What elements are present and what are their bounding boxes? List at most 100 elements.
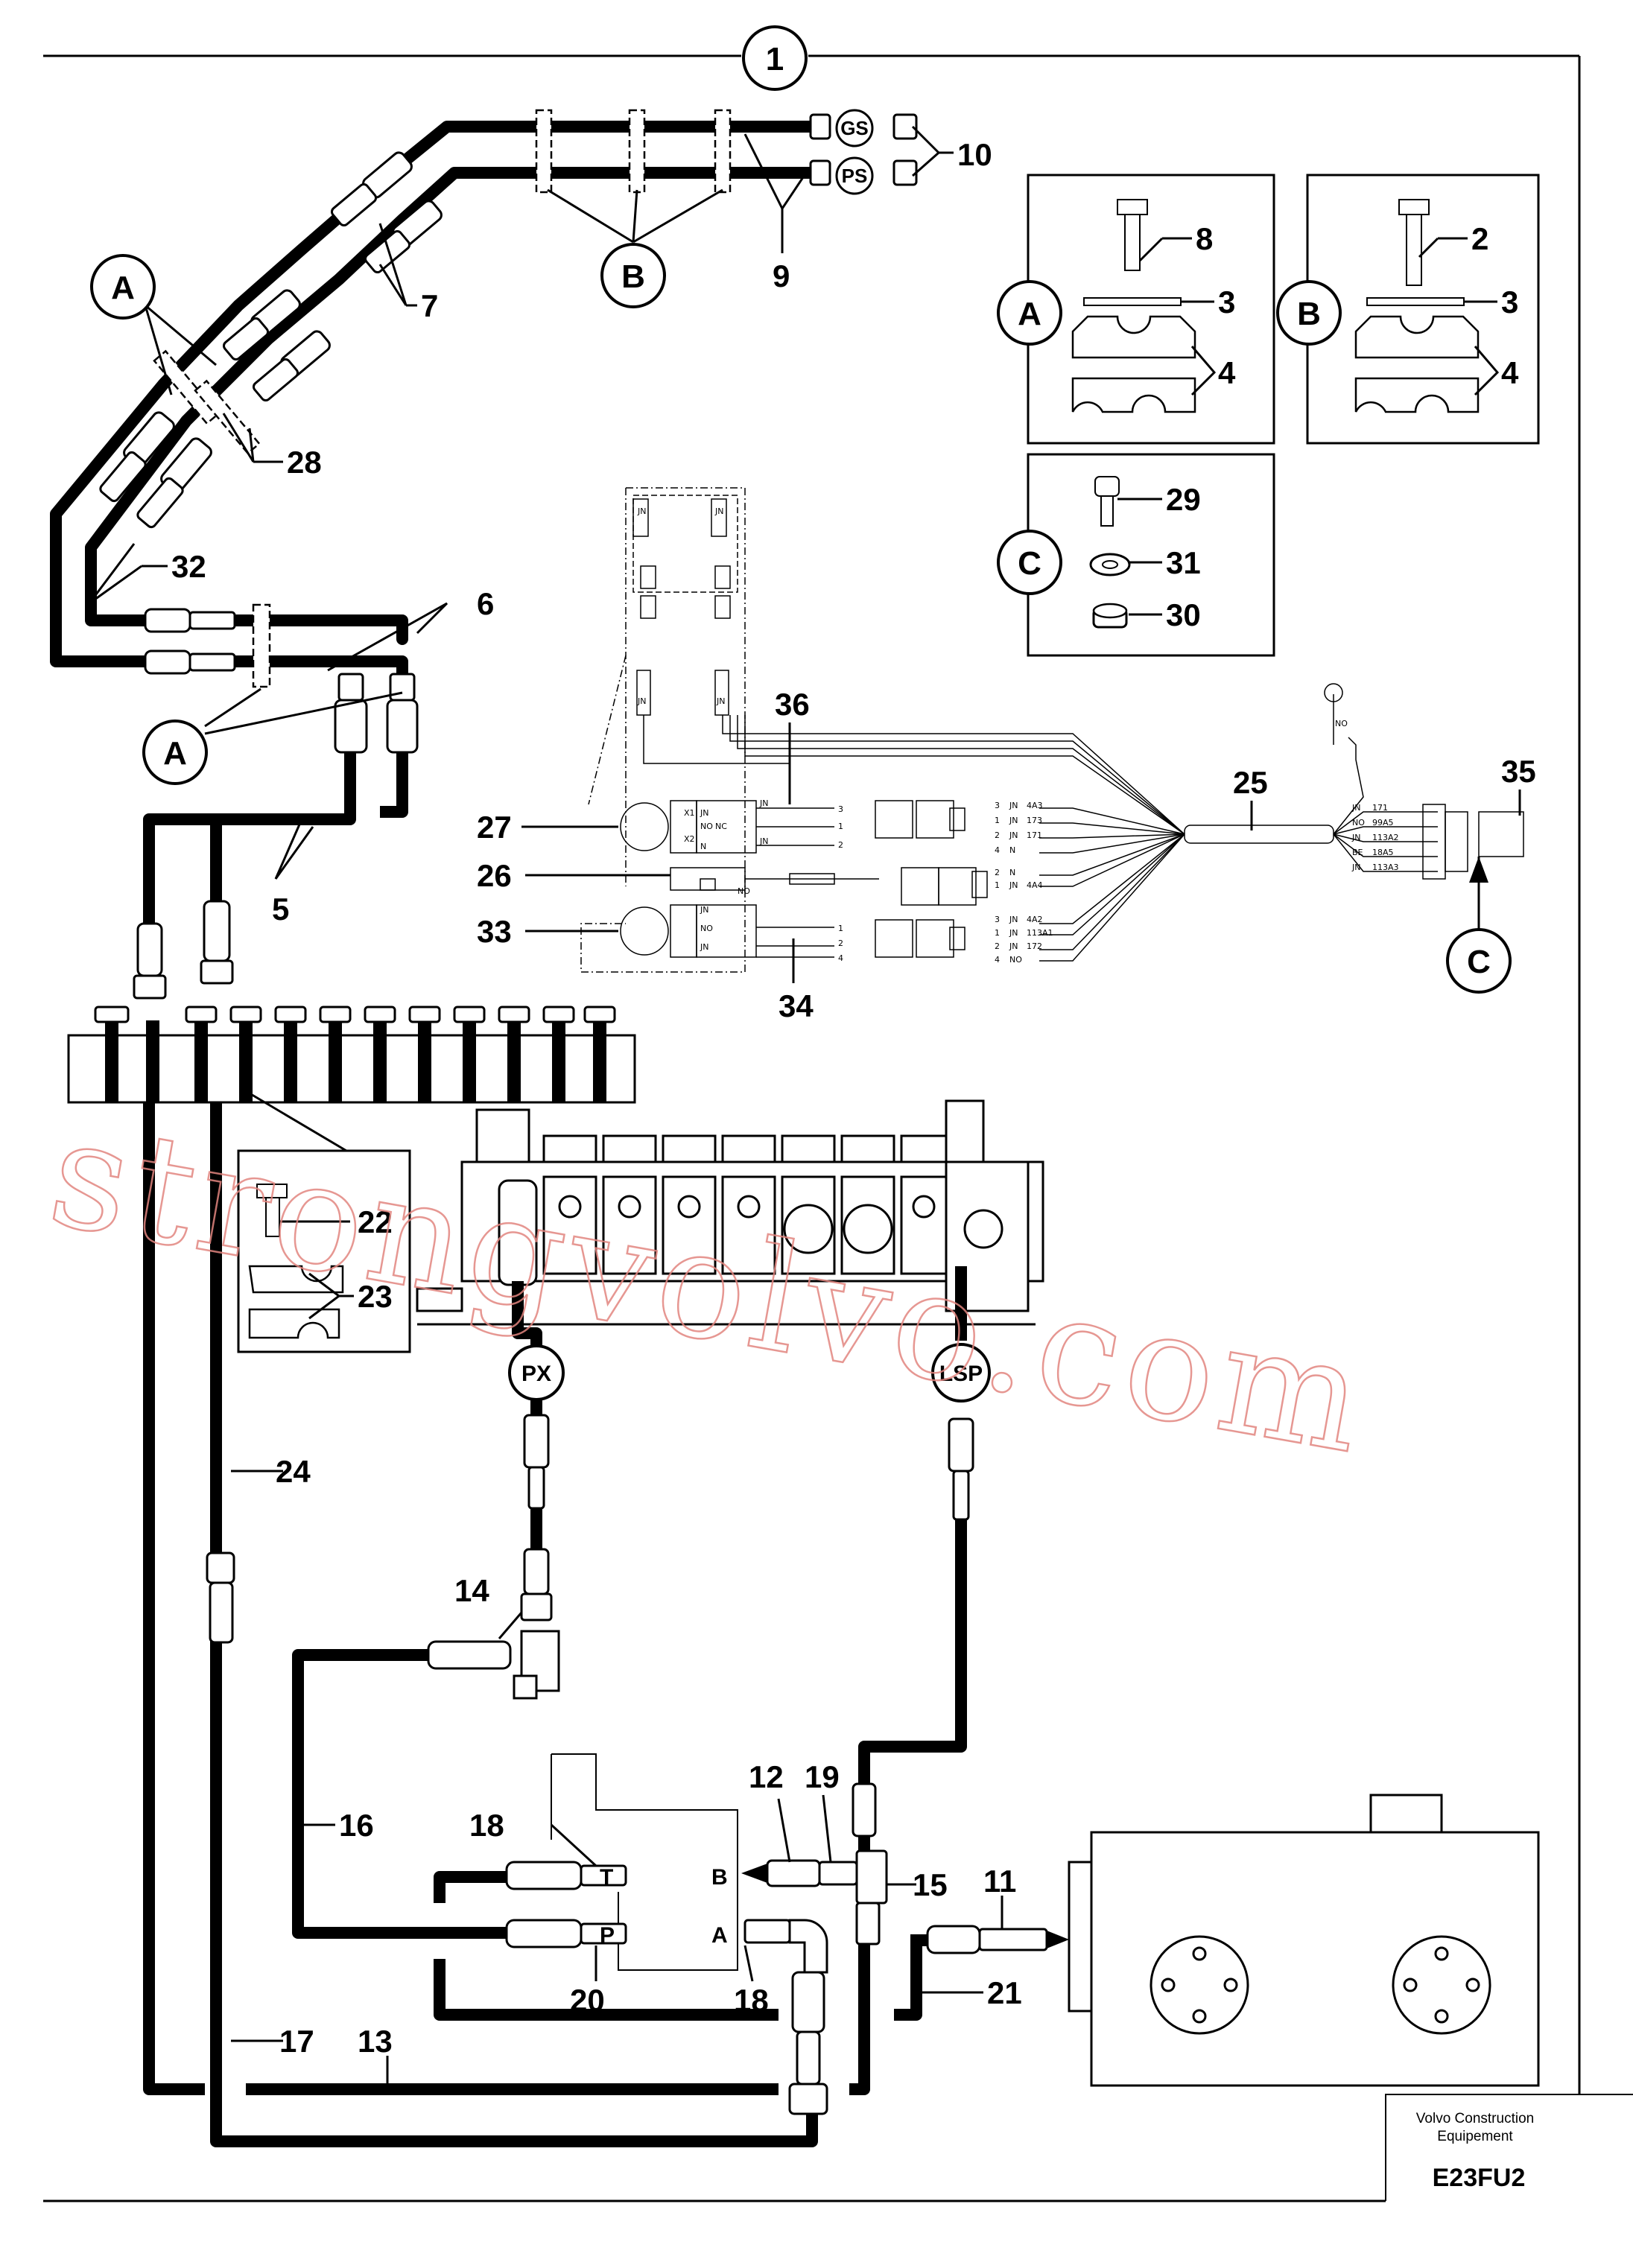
px-port-label: PX <box>521 1362 551 1386</box>
balloon-a-top: A <box>90 254 217 396</box>
callout-13: 13 <box>358 2024 393 2059</box>
callout-9: 9 <box>773 258 790 293</box>
detail-a-letter: A <box>1018 296 1041 332</box>
svg-text:NO: NO <box>700 924 713 933</box>
sheet-number-balloon: 1 <box>742 25 808 91</box>
svg-text:JN: JN <box>700 808 708 818</box>
control-valve-bank <box>416 1099 1044 1326</box>
svg-text:N: N <box>1009 845 1015 855</box>
callout-20: 20 <box>570 1983 605 2018</box>
svg-text:JN: JN <box>1351 803 1360 813</box>
px-port: PX <box>508 1344 565 1401</box>
valve-port-a: A <box>711 1923 728 1948</box>
valve-port-fittings <box>505 1782 888 2115</box>
callout-6: 6 <box>477 586 494 621</box>
balloon-b-letter: B <box>621 258 645 295</box>
publisher-line2: Equipement <box>1437 2129 1513 2144</box>
callout-31: 31 <box>1166 545 1201 580</box>
svg-text:JN: JN <box>637 696 646 706</box>
svg-text:JN: JN <box>1009 830 1018 840</box>
svg-text:JN: JN <box>637 506 646 516</box>
callout-10: 10 <box>957 137 992 172</box>
svg-text:JN: JN <box>1009 801 1018 810</box>
wiring-harness <box>580 487 1524 973</box>
valve-port-b: B <box>711 1865 728 1890</box>
svg-text:4: 4 <box>995 845 1000 855</box>
callout-3-b: 3 <box>1501 285 1518 320</box>
svg-text:JN: JN <box>1351 863 1360 872</box>
svg-text:JN: JN <box>716 696 725 706</box>
svg-text:JN: JN <box>714 506 723 516</box>
balloon-a-bottom-letter: A <box>163 735 187 772</box>
callout-27: 27 <box>477 810 512 845</box>
px-fittings <box>520 1414 553 1621</box>
gs-port: GS <box>835 109 874 147</box>
tee-fitting-14 <box>292 1630 560 1905</box>
svg-text:X1: X1 <box>684 808 695 818</box>
drawing-code: E23FU2 <box>1433 2164 1526 2192</box>
callout-30: 30 <box>1166 597 1201 632</box>
svg-text:JN: JN <box>700 942 708 952</box>
svg-text:BE: BE <box>1352 848 1363 857</box>
svg-text:2: 2 <box>995 941 1000 951</box>
balloon-a-bottom: A <box>142 687 403 785</box>
svg-text:4: 4 <box>995 955 1000 965</box>
callout-15: 15 <box>913 1867 948 1902</box>
clamps-a <box>153 349 271 688</box>
svg-text:N: N <box>700 842 706 851</box>
svg-text:171: 171 <box>1027 830 1042 840</box>
svg-text:171: 171 <box>1372 803 1388 813</box>
lower-hose-fittings <box>144 608 236 675</box>
svg-text:NO: NO <box>1352 818 1365 828</box>
svg-text:18A5: 18A5 <box>1372 848 1394 857</box>
vertical-hose-fittings <box>133 900 234 1000</box>
callout-8: 8 <box>1196 221 1213 256</box>
svg-text:4: 4 <box>838 953 843 963</box>
lsp-port: LSP <box>931 1343 991 1403</box>
svg-text:2: 2 <box>838 938 843 948</box>
callout-19: 19 <box>805 1759 840 1794</box>
svg-text:X2: X2 <box>684 834 695 844</box>
callout-2: 2 <box>1471 221 1488 256</box>
svg-text:1: 1 <box>995 880 1000 890</box>
svg-text:172: 172 <box>1027 941 1042 951</box>
wiring-labels: JN NO N C N X1 X2 JN JN JN NO JN NO 3 1 2… <box>637 506 1399 965</box>
detail-c-letter: C <box>1018 545 1041 582</box>
callout-4-a: 4 <box>1218 355 1236 390</box>
svg-text:3: 3 <box>995 915 1000 924</box>
drop-fittings <box>334 673 419 754</box>
svg-text:JN: JN <box>759 836 768 846</box>
callout-3-a: 3 <box>1218 285 1235 320</box>
svg-text:NO: NO <box>700 822 713 831</box>
svg-text:JN: JN <box>1009 816 1018 825</box>
callout-24: 24 <box>276 1454 311 1489</box>
callout-23: 23 <box>358 1279 393 1314</box>
lsp-port-label: LSP <box>939 1362 983 1386</box>
detail-box-a: A <box>997 174 1275 445</box>
clamps-b <box>535 109 732 194</box>
svg-text:JN: JN <box>1009 915 1018 924</box>
callout-7: 7 <box>421 288 438 323</box>
callout-11: 11 <box>983 1864 1016 1899</box>
svg-text:173: 173 <box>1027 816 1042 825</box>
balloon-a-top-letter: A <box>111 270 135 306</box>
svg-text:3: 3 <box>995 801 1000 810</box>
callout-26: 26 <box>477 858 512 893</box>
detail-clamp-22-23 <box>237 1090 411 1353</box>
callout-22: 22 <box>358 1204 393 1239</box>
callout-29: 29 <box>1166 482 1201 517</box>
svg-text:113A1: 113A1 <box>1027 928 1053 938</box>
svg-text:JN: JN <box>759 798 768 808</box>
pump-hose-21 <box>910 1925 1069 1970</box>
title-block: Volvo Construction Equipement E23FU2 <box>1385 2094 1633 2201</box>
svg-text:JN: JN <box>1351 833 1360 842</box>
svg-text:JN: JN <box>700 905 708 915</box>
callout-14: 14 <box>454 1573 489 1608</box>
detail-b-letter: B <box>1297 296 1321 332</box>
callout-17: 17 <box>279 2024 314 2059</box>
callout-numbers: 10 9 7 28 32 6 5 8 3 4 2 3 4 29 31 30 36… <box>171 137 1536 2059</box>
svg-text:3: 3 <box>838 804 843 814</box>
ps-port-label: PS <box>842 165 868 187</box>
svg-text:1: 1 <box>995 928 1000 938</box>
